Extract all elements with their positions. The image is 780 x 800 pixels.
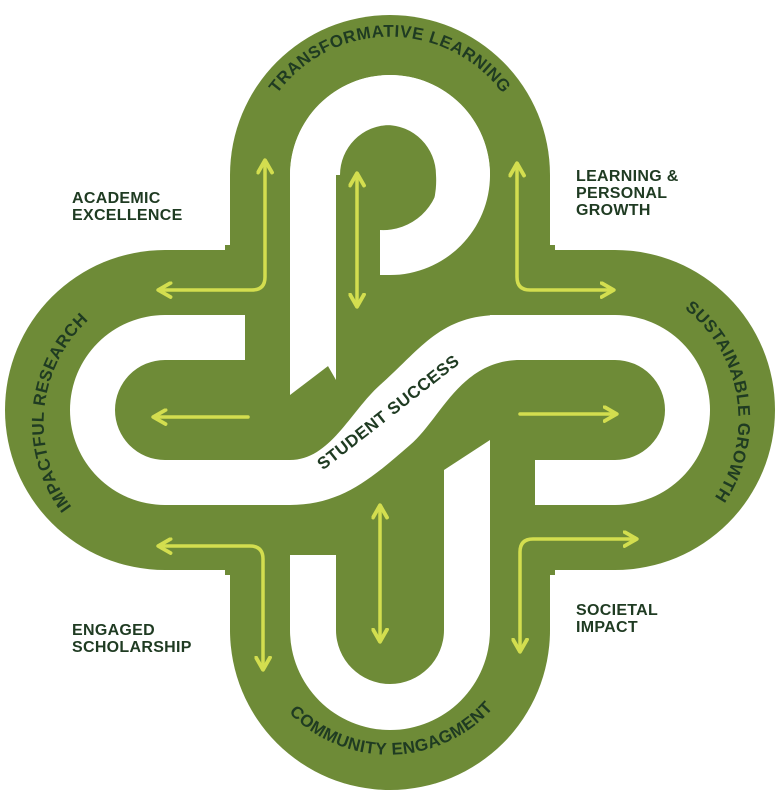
arrow-icon — [160, 546, 263, 668]
arrow-icon — [160, 162, 265, 290]
arrow-icon — [517, 165, 612, 290]
label-learning-personal-growth: LEARNING & PERSONAL GROWTH — [576, 168, 679, 219]
label-academic-excellence: ACADEMIC EXCELLENCE — [72, 190, 183, 224]
arrows — [155, 162, 635, 668]
label-societal-impact: SOCIETAL IMPACT — [576, 602, 659, 636]
label-engaged-scholarship: ENGAGED SCHOLARSHIP — [72, 622, 192, 656]
road — [70, 75, 710, 730]
arrow-icon — [520, 539, 635, 650]
